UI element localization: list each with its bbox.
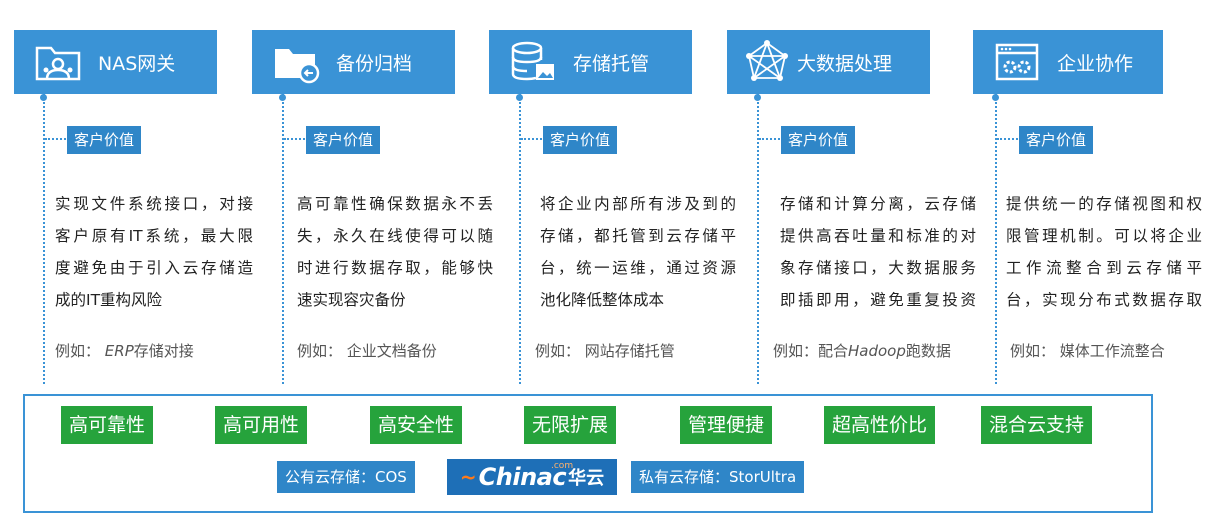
connector-line	[519, 94, 521, 384]
description-line: 即插即用，避免重复投资	[780, 291, 976, 309]
connector-branch	[759, 138, 783, 140]
description-line: 提供高吞吐量和标准的对	[780, 227, 976, 245]
logo-word: Chinac	[478, 463, 567, 491]
customer-value-tag: 客户价值	[543, 126, 618, 154]
example-rest: 网站存储托管	[584, 342, 675, 360]
description: 存储和计算分离，云存储 提供高吞吐量和标准的对 象存储接口，大数据服务 即插即用…	[780, 188, 976, 316]
chinac-logo: ~ Chinac 华云 .com	[447, 459, 617, 495]
description-line: 成的IT重构风险	[55, 291, 163, 309]
header-enterprise-collab: 企业协作	[973, 30, 1163, 94]
header-title: 存储托管	[573, 52, 650, 75]
logo-swoosh-icon: ~	[459, 465, 477, 489]
description-line: 高可靠性确保数据永不丢	[297, 195, 493, 213]
connector-branch	[997, 138, 1021, 140]
description-line: 象存储接口，大数据服务	[780, 259, 976, 277]
description-line: 限管理机制。可以将企业	[1006, 227, 1202, 245]
example-text: 例如： ERP存储对接	[55, 340, 194, 361]
example-text: 例如： 企业文档备份	[297, 340, 437, 361]
header-backup-archive: 备份归档	[252, 30, 455, 94]
public-cloud-label: 公有云存储：COS	[277, 461, 415, 493]
description-line: 度避免由于引入云存储造	[55, 259, 253, 277]
description-line: 提供统一的存储视图和权	[1006, 195, 1202, 213]
features-box	[23, 394, 1153, 513]
description-line: 池化降低整体成本	[540, 291, 665, 309]
header-title: 企业协作	[1057, 52, 1134, 75]
description-line: 客户原有IT系统，最大限	[55, 227, 253, 245]
feature-easy-management: 管理便捷	[680, 406, 773, 444]
example-rest: 存储对接	[133, 342, 194, 360]
connector-branch	[284, 138, 308, 140]
feature-hybrid-cloud: 混合云支持	[981, 406, 1093, 444]
nas-gateway-icon	[35, 46, 81, 81]
example-rest: 跑数据	[905, 342, 951, 360]
description: 实现文件系统接口，对接 客户原有IT系统，最大限 度避免由于引入云存储造 成的I…	[55, 188, 253, 316]
description: 将企业内部所有涉及到的 存储，都托管到云存储平 台，统一运维，通过资源 池化降低…	[540, 188, 736, 316]
description-line: 将企业内部所有涉及到的	[540, 195, 736, 213]
description-line: 台，实现分布式数据存取	[1006, 291, 1202, 309]
connector-branch	[45, 138, 69, 140]
description: 高可靠性确保数据永不丢 失，永久在线使得可以随 时进行数据存取，能够快 速实现容…	[297, 188, 493, 316]
example-text: 例如： 媒体工作流整合	[1010, 340, 1165, 361]
example-prefix: 例如：	[1010, 342, 1056, 360]
example-text: 例如：配合Hadoop跑数据	[773, 340, 951, 361]
connector-line	[757, 94, 759, 384]
description-line: 速实现容灾备份	[297, 291, 406, 309]
database-storage-icon	[511, 41, 554, 81]
example-prefix: 例如：	[535, 342, 581, 360]
header-title: 大数据处理	[797, 52, 893, 75]
feature-high-availability: 高可用性	[215, 406, 308, 444]
header-storage-hosting: 存储托管	[489, 30, 692, 94]
feature-unlimited-scaling: 无限扩展	[524, 406, 617, 444]
description-line: 存储和计算分离，云存储	[780, 195, 976, 213]
example-prefix: 例如：配合	[773, 342, 849, 360]
header-title: 备份归档	[336, 52, 413, 75]
network-graph-icon	[746, 40, 788, 81]
connector-branch	[521, 138, 545, 140]
header-big-data: 大数据处理	[727, 30, 930, 94]
description-line: 存储，都托管到云存储平	[540, 227, 736, 245]
customer-value-tag: 客户价值	[781, 126, 856, 154]
example-prefix: 例如：	[297, 342, 343, 360]
header-nas-gateway: NAS网关	[14, 30, 217, 94]
customer-value-tag: 客户价值	[67, 126, 142, 154]
connector-line	[43, 94, 45, 384]
feature-cost-performance: 超高性价比	[824, 406, 936, 444]
description-line: 时进行数据存取，能够快	[297, 259, 493, 277]
description: 提供统一的存储视图和权 限管理机制。可以将企业 工作流整合到云存储平 台，实现分…	[1006, 188, 1202, 316]
connector-line	[995, 94, 997, 384]
description-line: 实现文件系统接口，对接	[55, 195, 253, 213]
example-rest: 媒体工作流整合	[1059, 342, 1165, 360]
example-emphasis: Hadoop	[848, 342, 906, 360]
private-cloud-label: 私有云存储：StorUltra	[631, 461, 805, 493]
backup-folder-icon	[275, 49, 320, 84]
customer-value-tag: 客户价值	[306, 126, 381, 154]
example-prefix: 例如：	[55, 342, 101, 360]
logo-cn: 华云	[568, 468, 605, 489]
example-text: 例如： 网站存储托管	[535, 340, 675, 361]
description-line: 失，永久在线使得可以随	[297, 227, 493, 245]
customer-value-tag: 客户价值	[1019, 126, 1094, 154]
example-emphasis: ERP	[104, 342, 134, 360]
feature-high-reliability: 高可靠性	[61, 406, 154, 444]
app-settings-icon	[995, 43, 1039, 81]
header-title: NAS网关	[98, 52, 176, 75]
description-line: 工作流整合到云存储平	[1006, 259, 1202, 277]
connector-line	[282, 94, 284, 384]
description-line: 台，统一运维，通过资源	[540, 259, 736, 277]
logo-com: .com	[551, 461, 574, 471]
feature-high-security: 高安全性	[370, 406, 463, 444]
example-rest: 企业文档备份	[346, 342, 437, 360]
